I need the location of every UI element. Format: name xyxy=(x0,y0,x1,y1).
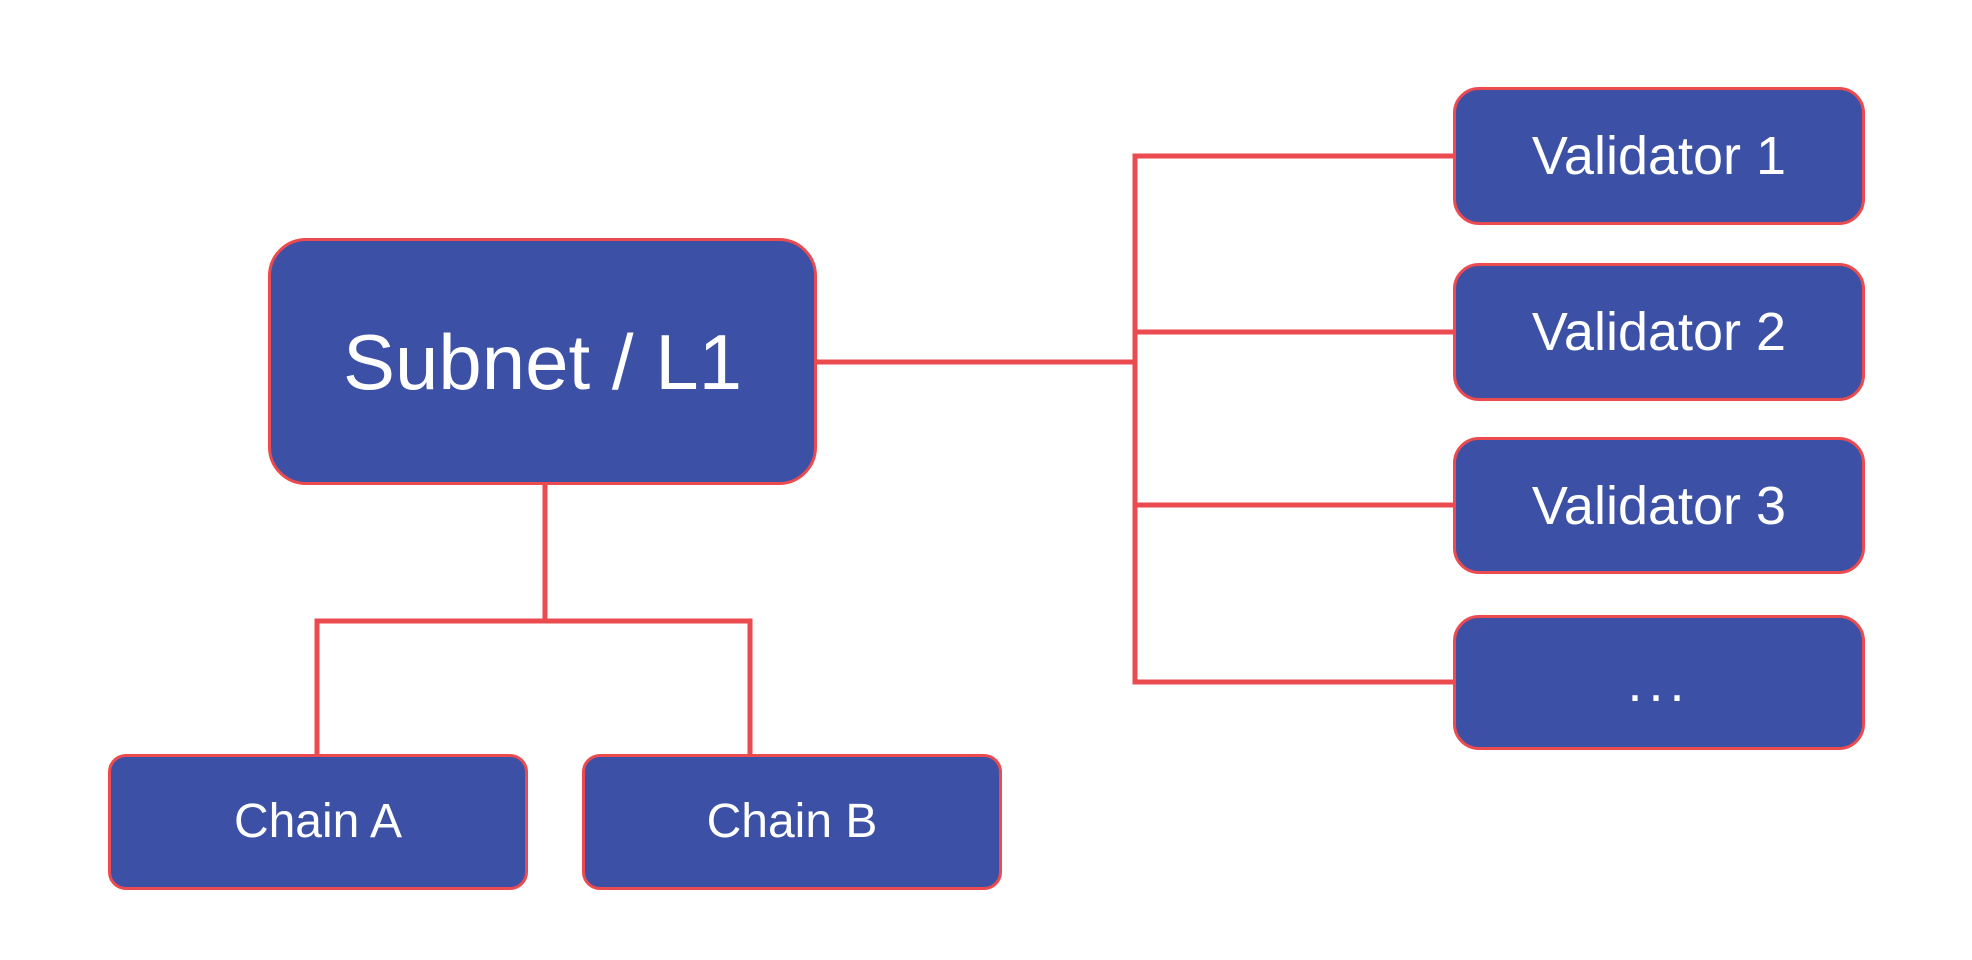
validator-1-node: Validator 1 xyxy=(1453,87,1865,225)
validator-2-node: Validator 2 xyxy=(1453,263,1865,401)
validator-more-node: ... xyxy=(1453,615,1865,750)
validator-3-label: Validator 3 xyxy=(1531,475,1787,536)
subnet-l1-label: Subnet / L1 xyxy=(343,317,742,406)
chain-b-label: Chain B xyxy=(706,795,878,848)
chain-a-node: Chain A xyxy=(108,754,528,890)
subnet-l1-node: Subnet / L1 xyxy=(268,238,817,485)
validator-more-label: ... xyxy=(1627,652,1691,713)
validator-3-node: Validator 3 xyxy=(1453,437,1865,574)
validator-2-label: Validator 2 xyxy=(1531,302,1787,362)
validator-1-label: Validator 1 xyxy=(1531,126,1787,186)
chain-a-label: Chain A xyxy=(233,795,403,848)
chain-b-node: Chain B xyxy=(582,754,1002,890)
